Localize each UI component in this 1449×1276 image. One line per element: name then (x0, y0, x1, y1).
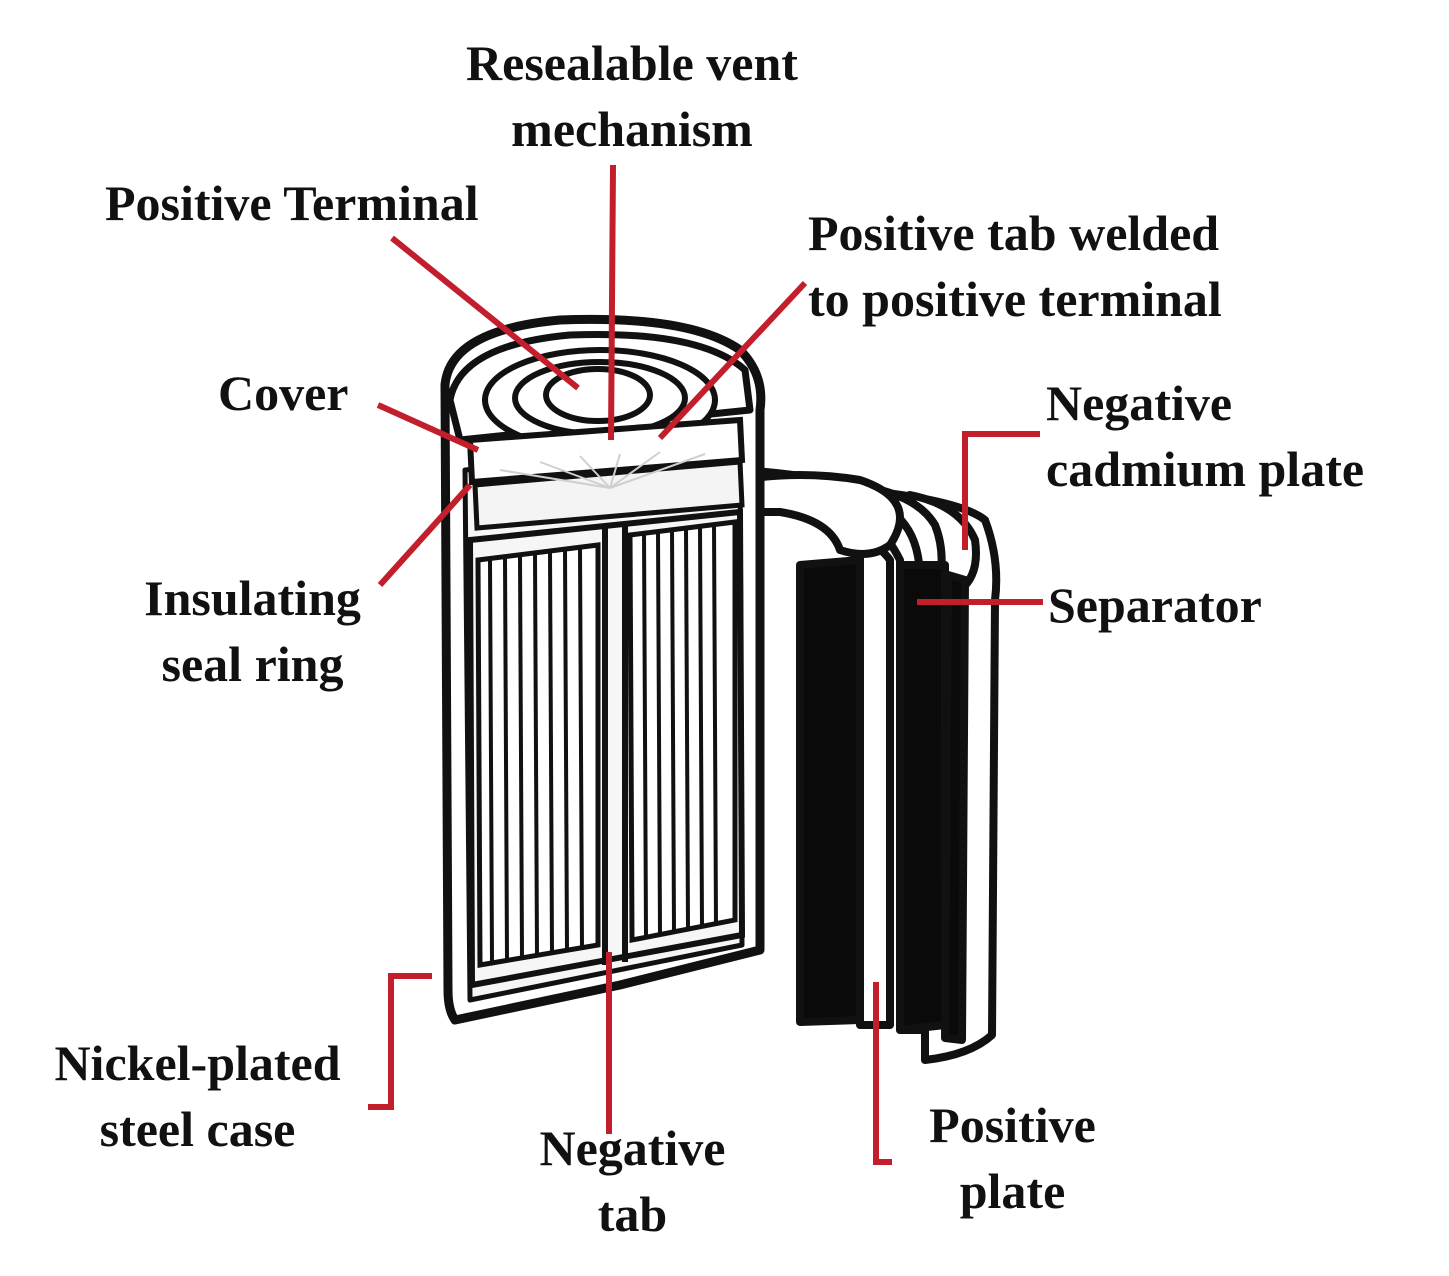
label-positive-terminal-line1: Positive Terminal (105, 175, 479, 231)
label-negative-tab-line2: tab (597, 1186, 668, 1242)
label-vent-line2: mechanism (511, 101, 753, 157)
label-positive-plate-line2: plate (959, 1163, 1066, 1219)
seal-ring (472, 459, 745, 531)
seal-ring-band (472, 451, 745, 531)
label-positive-terminal: Positive Terminal (105, 170, 479, 236)
label-negative-tab-line1: Negative (539, 1120, 726, 1176)
label-cadmium-line2: cadmium plate (1046, 441, 1365, 497)
label-negative-cadmium-plate: Negative cadmium plate (1046, 370, 1364, 502)
leader-lines (368, 164, 1043, 1165)
leader-positive-plate (873, 982, 892, 1165)
negative-plate-dark (896, 561, 949, 1034)
label-positive-tab-line1: Positive tab welded (808, 205, 1220, 261)
label-positive-tab: Positive tab welded to positive terminal (808, 200, 1222, 332)
right-plate-stack (627, 519, 738, 944)
label-resealable-vent: Resealable vent mechanism (432, 30, 832, 162)
separator-dark (941, 571, 969, 1044)
label-separator-line1: Separator (1048, 577, 1262, 633)
positive-plate-dark (796, 556, 864, 1026)
electrode-roll (736, 466, 1001, 1064)
label-vent-line1: Resealable vent (466, 35, 798, 91)
label-case-line2: steel case (99, 1101, 296, 1157)
label-negative-tab: Negative tab (520, 1115, 745, 1247)
leader-seal-ring (377, 482, 473, 588)
leader-cadmium-plate (962, 431, 1040, 550)
label-seal-line2: seal ring (161, 636, 344, 692)
label-seal-line1: Insulating (144, 570, 361, 626)
leader-positive-tab (657, 280, 808, 441)
label-cover-line1: Cover (218, 365, 349, 421)
label-positive-tab-line2: to positive terminal (808, 271, 1222, 327)
leader-cover (376, 402, 480, 453)
label-cover: Cover (218, 360, 349, 426)
left-plate-stack (475, 542, 601, 968)
label-nickel-plated-case: Nickel-plated steel case (30, 1030, 365, 1162)
label-separator: Separator (1048, 572, 1262, 638)
inner-frame (466, 508, 746, 989)
leader-vent (608, 164, 616, 441)
label-insulating-seal-ring: Insulating seal ring (120, 565, 385, 697)
roll-top (736, 471, 904, 558)
label-cadmium-line1: Negative (1046, 375, 1233, 431)
terminal-assembly (466, 347, 746, 486)
label-positive-plate: Positive plate (905, 1092, 1120, 1224)
label-case-line1: Nickel-plated (54, 1035, 341, 1091)
leader-case (368, 973, 432, 1110)
leader-positive-terminal (390, 235, 580, 391)
white-wrap (856, 540, 894, 1029)
label-positive-plate-line1: Positive (929, 1097, 1096, 1153)
